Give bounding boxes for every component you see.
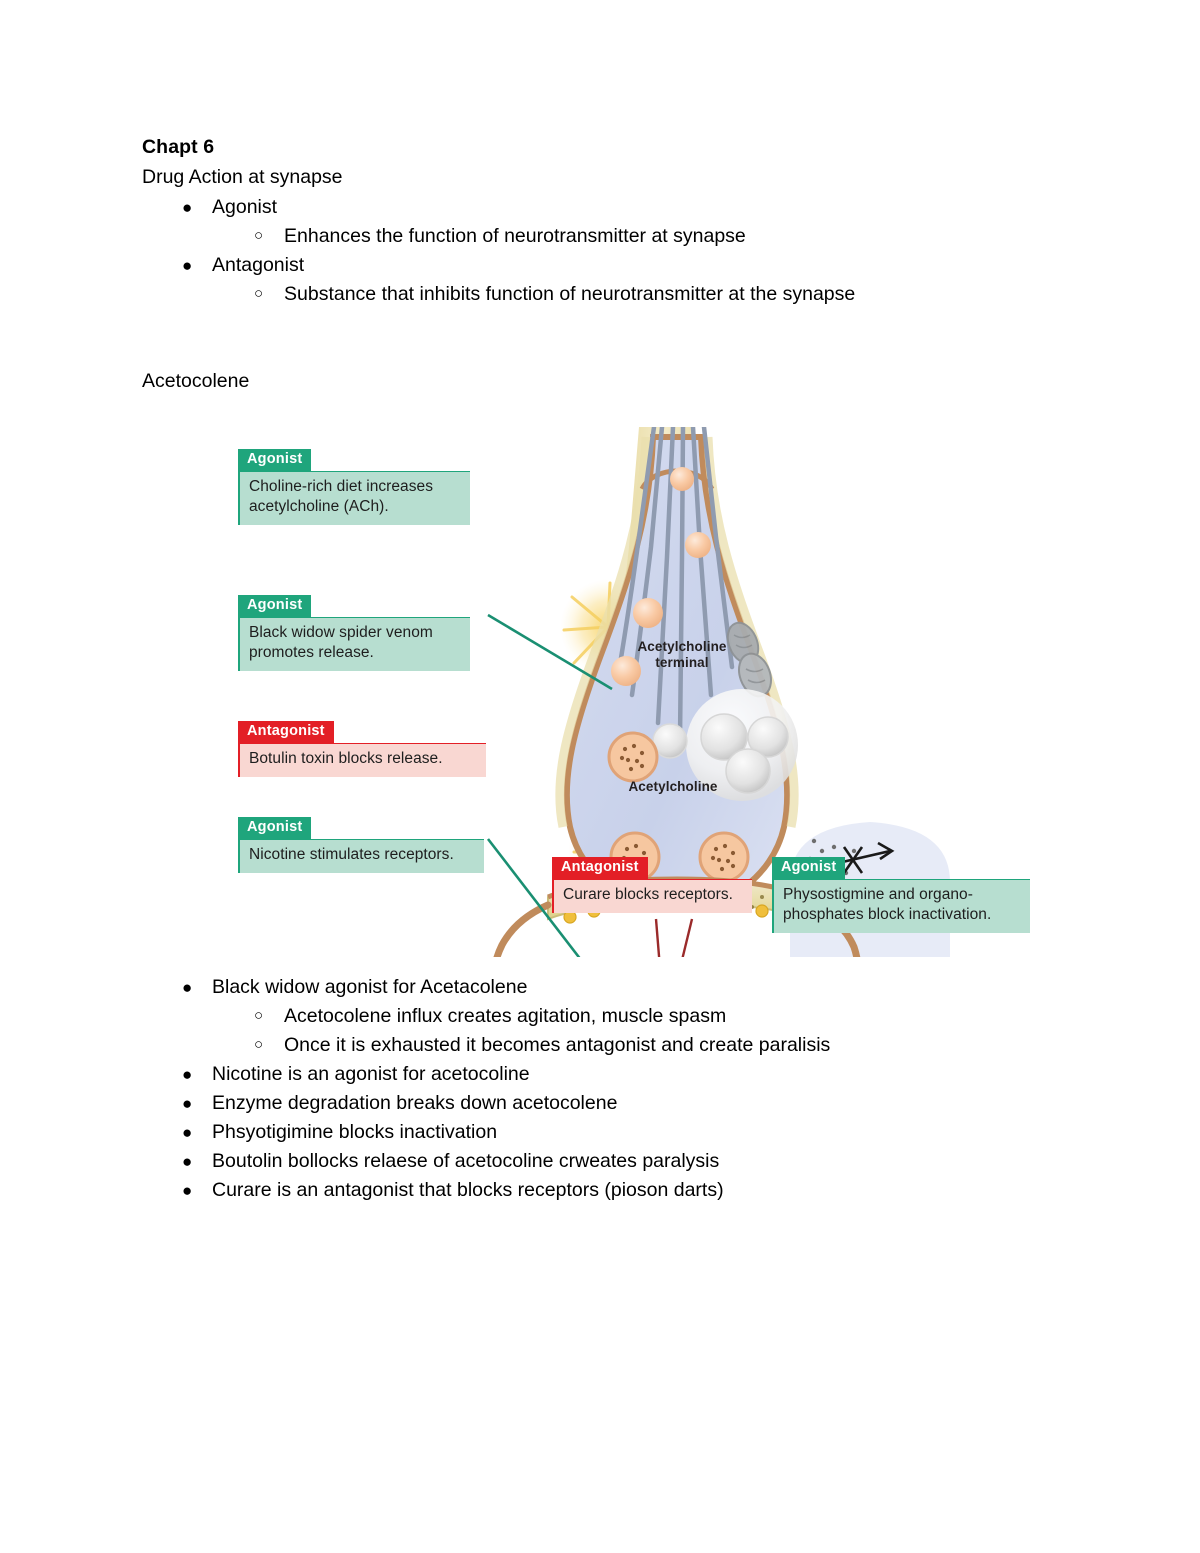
bullet-icon: ○ (254, 227, 264, 244)
callout-choline-rich-diet: Agonist Choline-rich diet increases acet… (238, 449, 470, 525)
vesicle-cluster (652, 689, 798, 801)
callout-header: Agonist (238, 595, 312, 617)
list-item-label: Acetocolene influx creates agitation, mu… (284, 1005, 727, 1027)
list-item: ● Enzyme degradation breaks down acetoco… (142, 1089, 1062, 1118)
transport-vesicles (611, 467, 711, 686)
list-item: ● Phsyotigimine blocks inactivation (142, 1118, 1062, 1147)
bottom-outline-list: ● Black widow agonist for Acetacolene ○ … (142, 973, 1062, 1205)
list-item: ● Boutolin bollocks relaese of acetocoli… (142, 1147, 1062, 1176)
list-item: ● Nicotine is an agonist for acetocoline (142, 1060, 1062, 1089)
bullet-icon: ● (182, 1065, 193, 1084)
callout-nicotine: Agonist Nicotine stimulates receptors. (238, 817, 484, 873)
list-item: ○ Once it is exhausted it becomes antago… (212, 1031, 1062, 1060)
spacer (142, 309, 1062, 366)
list-item: ○ Substance that inhibits function of ne… (212, 280, 1062, 309)
list-item-label: Antagonist (212, 254, 305, 276)
synapse-illustration (486, 427, 950, 957)
blocked-arrow-icon (837, 841, 895, 874)
bullet-icon: ● (182, 1181, 193, 1200)
callout-botulin-toxin: Antagonist Botulin toxin blocks release. (238, 721, 486, 777)
axon-tail-left (493, 901, 552, 957)
list-item: ● Black widow agonist for Acetacolene ○ … (142, 973, 1062, 1060)
bullet-icon: ● (182, 1094, 193, 1113)
bullet-icon: ○ (254, 1036, 264, 1053)
callout-body: Physostigmine and organo- phosphates blo… (772, 879, 1030, 933)
mitochondria-icon (726, 621, 772, 698)
callout-body: Black widow spider venom promotes releas… (238, 617, 470, 671)
list-item-label: Black widow agonist for Acetacolene (212, 976, 528, 998)
list-item-label: Once it is exhausted it becomes antagoni… (284, 1034, 831, 1056)
bullet-icon: ● (182, 198, 193, 217)
callout-header: Agonist (238, 449, 312, 471)
list-item: ○ Enhances the function of neurotransmit… (212, 222, 1062, 251)
list-item-label: Curare is an antagonist that blocks rece… (212, 1179, 724, 1201)
bullet-icon: ● (182, 1123, 193, 1142)
myelin-edge-left (555, 436, 651, 828)
top-outline-sublist: ○ Enhances the function of neurotransmit… (212, 222, 1062, 251)
top-outline-sublist: ○ Substance that inhibits function of ne… (212, 280, 1062, 309)
callout-body: Botulin toxin blocks release. (238, 743, 486, 777)
spacer (142, 397, 1062, 427)
callout-body: Curare blocks receptors. (552, 879, 752, 913)
acetylcholine-vesicle-label: Acetylcholine (628, 779, 718, 794)
bullet-icon: ○ (254, 1007, 264, 1024)
callout-physostigmine: Agonist Physostigmine and organo- phosph… (772, 857, 1030, 933)
notes-content: Chapt 6 Drug Action at synapse ● Agonist… (142, 132, 1062, 1205)
list-item-label: Enzyme degradation breaks down acetocole… (212, 1092, 618, 1114)
section-label: Acetocolene (142, 370, 250, 392)
page-title: Chapt 6 (142, 136, 215, 158)
list-item: ● Curare is an antagonist that blocks re… (142, 1176, 1062, 1205)
list-item-label: Boutolin bollocks relaese of acetocoline… (212, 1150, 720, 1172)
callout-body: Choline-rich diet increases acetylcholin… (238, 471, 470, 525)
list-item-label: Substance that inhibits function of neur… (284, 283, 856, 305)
callout-header: Agonist (772, 857, 846, 879)
callout-black-widow-venom: Agonist Black widow spider venom promote… (238, 595, 470, 671)
top-outline-list: ● Agonist ○ Enhances the function of neu… (142, 193, 1062, 309)
synapse-drug-action-figure: Acetylcholine terminal Acetylcholine Ago… (230, 427, 1130, 957)
bullet-icon: ● (182, 1152, 193, 1171)
bottom-outline-sublist: ○ Acetocolene influx creates agitation, … (212, 1002, 1062, 1060)
callout-header: Antagonist (238, 721, 334, 743)
list-item: ○ Acetocolene influx creates agitation, … (212, 1002, 1062, 1031)
list-item: ● Agonist ○ Enhances the function of neu… (142, 193, 1062, 251)
callout-header: Antagonist (552, 857, 648, 879)
callout-body: Nicotine stimulates receptors. (238, 839, 484, 873)
acetylcholine-terminal-label: Acetylcholine terminal (637, 639, 727, 670)
list-item-label: Nicotine is an agonist for acetocoline (212, 1063, 530, 1085)
leader-lines-red (654, 918, 694, 957)
list-item-label: Agonist (212, 196, 278, 218)
list-item: ● Antagonist ○ Substance that inhibits f… (142, 251, 1062, 309)
callout-header: Agonist (238, 817, 312, 839)
bullet-icon: ● (182, 978, 193, 997)
list-item-label: Enhances the function of neurotransmitte… (284, 225, 746, 247)
document-subtitle: Drug Action at synapse (142, 166, 343, 188)
leader-lines-green (486, 613, 613, 957)
bullet-icon: ● (182, 256, 193, 275)
callout-curare: Antagonist Curare blocks receptors. (552, 857, 752, 913)
list-item-label: Phsyotigimine blocks inactivation (212, 1121, 498, 1143)
bullet-icon: ○ (254, 285, 264, 302)
